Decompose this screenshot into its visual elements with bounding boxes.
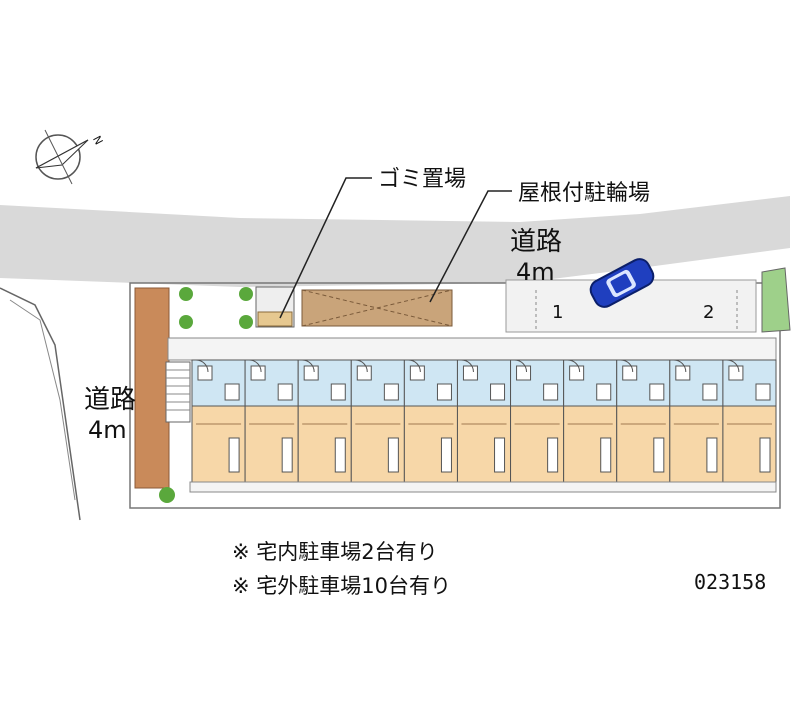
- compass-north-label: N: [90, 134, 105, 147]
- stairs: [165, 361, 191, 423]
- bike-shed-label: 屋根付駐輪場: [518, 181, 650, 206]
- green-strip: [761, 267, 791, 333]
- building-unit: [350, 359, 405, 483]
- callout-bike: [429, 190, 512, 303]
- compass-icon: [35, 129, 89, 185]
- building-unit: [669, 359, 724, 483]
- car-icon: [589, 258, 655, 308]
- building-unit: [297, 359, 352, 483]
- tree-icon: [239, 287, 253, 301]
- building-base: [189, 481, 777, 493]
- garbage-label: ゴミ置場: [378, 167, 466, 192]
- building-unit: [191, 359, 246, 483]
- building-unit: [563, 359, 618, 483]
- road-left-edge: [0, 287, 81, 521]
- road-left-width: 4m: [88, 416, 127, 444]
- building-unit: [456, 359, 512, 483]
- tree-icon: [159, 487, 175, 503]
- tree-icon: [239, 315, 253, 329]
- building-units: [191, 359, 777, 483]
- tree-icon: [179, 287, 193, 301]
- parking-note-onsite: ※ 宅内駐車場2台有り: [232, 540, 438, 564]
- road-top: [0, 196, 790, 287]
- road-top-width: 4m: [516, 258, 555, 286]
- callout-garbage: [279, 177, 372, 319]
- brick-wall: [135, 288, 169, 488]
- building-corridor: [167, 337, 777, 361]
- building-unit: [244, 359, 299, 483]
- building-unit: [616, 359, 671, 483]
- parking-2-label: 2: [703, 302, 714, 323]
- road-left-name: 道路: [84, 385, 136, 415]
- road-top-name: 道路: [510, 227, 562, 257]
- road-left-edge-2: [9, 299, 76, 501]
- parking-1-label: 1: [552, 302, 563, 323]
- building-unit: [403, 359, 458, 483]
- tree-icon: [179, 315, 193, 329]
- building-unit: [510, 359, 565, 483]
- site-boundary: [129, 282, 781, 509]
- property-code: 023158: [694, 570, 767, 594]
- parking-note-offsite: ※ 宅外駐車場10台有り: [232, 574, 451, 598]
- building-unit: [722, 359, 777, 483]
